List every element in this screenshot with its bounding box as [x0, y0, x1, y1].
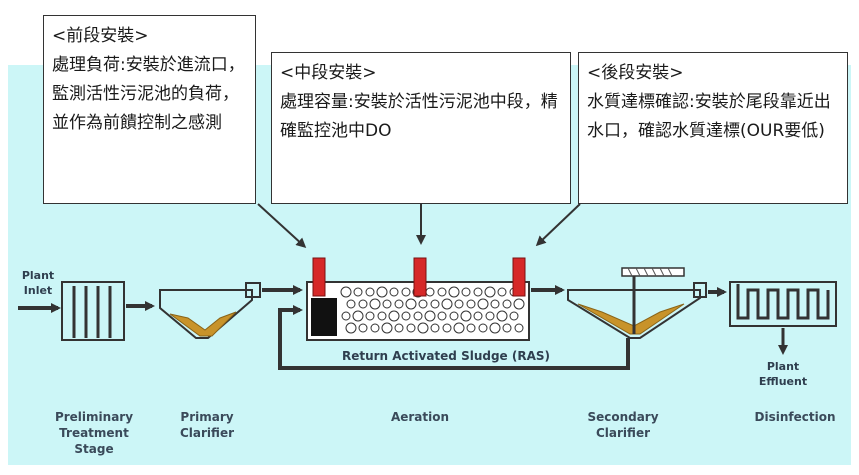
- stage-primary-line-2: Clarifier: [180, 426, 234, 440]
- stage-label-aeration: Aeration: [391, 410, 449, 424]
- stage-label-preliminary: Preliminary Treatment Stage: [55, 410, 133, 456]
- plant-inlet-label: Plant Inlet: [22, 269, 54, 297]
- stage-aeration-line-1: Aeration: [391, 410, 449, 424]
- ras-return-line: [278, 305, 630, 370]
- callout-front-installation: <前段安裝> 處理負荷:安裝於進流口，監測活性污泥池的負荷，並作為前饋控制之感測: [43, 15, 256, 204]
- preliminary-treatment-unit: [61, 281, 125, 341]
- plant-inlet-line-1: Plant: [22, 269, 54, 282]
- plant-effluent-label: Plant Effluent: [759, 360, 807, 388]
- ras-label: Return Activated Sludge (RAS): [342, 349, 550, 363]
- stage-label-secondary: Secondary Clarifier: [587, 410, 658, 440]
- anoxic-zone: [311, 298, 337, 336]
- plant-effluent-line-1: Plant: [767, 360, 799, 373]
- stage-secondary-line-2: Clarifier: [596, 426, 650, 440]
- callout-rear-installation: <後段安裝> 水質達標確認:安裝於尾段靠近出水口，確認水質達標(OUR要低): [578, 52, 848, 204]
- stage-disinfection-line-1: Disinfection: [755, 410, 836, 424]
- primary-clarifier-unit: [159, 282, 261, 339]
- stage-primary-line-1: Primary: [180, 410, 233, 424]
- callout-rear-body: 水質達標確認:安裝於尾段靠近出水口，確認水質達標(OUR要低): [587, 92, 831, 141]
- sensor-front: [312, 257, 326, 297]
- plant-inlet-line-2: Inlet: [24, 284, 52, 297]
- callout-middle-heading: <中段安裝>: [280, 63, 377, 83]
- callout-middle-body: 處理容量:安裝於活性污泥池中段，精確監控池中DO: [280, 92, 558, 141]
- aeration-tank: [306, 281, 530, 341]
- callout-middle-installation: <中段安裝> 處理容量:安裝於活性污泥池中段，精確監控池中DO: [271, 52, 571, 204]
- pointer-arrow-front: [257, 203, 307, 249]
- aeration-bubbles: [340, 286, 525, 334]
- callout-front-heading: <前段安裝>: [52, 26, 149, 46]
- sensor-rear: [512, 257, 526, 297]
- stage-preliminary-line-2: Treatment: [59, 426, 129, 440]
- stage-secondary-line-1: Secondary: [587, 410, 658, 424]
- stage-preliminary-line-1: Preliminary: [55, 410, 133, 424]
- plant-effluent-line-2: Effluent: [759, 375, 807, 388]
- disinfection-unit: [729, 281, 837, 327]
- stage-preliminary-line-3: Stage: [74, 442, 113, 456]
- callout-rear-heading: <後段安裝>: [587, 63, 684, 83]
- secondary-clarifier-unit: [567, 267, 707, 339]
- stage-label-primary: Primary Clarifier: [180, 410, 234, 440]
- callout-front-body: 處理負荷:安裝於進流口，監測活性污泥池的負荷，並作為前饋控制之感測: [52, 55, 245, 133]
- stage-label-disinfection: Disinfection: [755, 410, 836, 424]
- sensor-middle: [413, 257, 427, 297]
- pointer-arrow-rear: [535, 203, 581, 247]
